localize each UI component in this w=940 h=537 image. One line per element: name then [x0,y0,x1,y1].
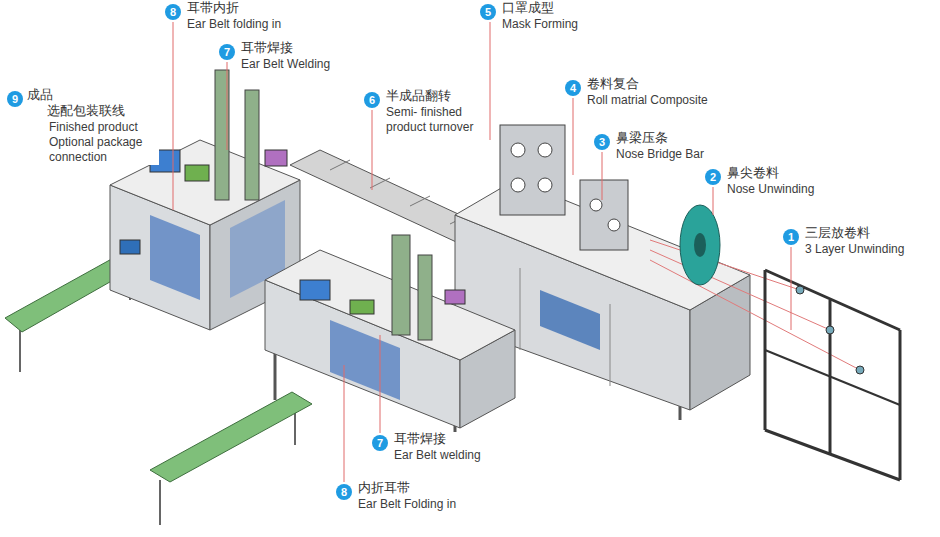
label-chinese: 半成品翻转 [384,88,453,104]
callout-number: 5 [480,4,496,20]
conveyor [150,392,312,525]
label-english: Mask Forming [500,17,580,32]
label-chinese: 耳带焊接 [239,40,295,56]
label-chinese: 成品 选配包装联线 [27,87,131,119]
callout-marker: 2鼻尖卷料Nose Unwinding [705,169,721,185]
label-chinese: 三层放卷料 [803,225,872,241]
callout-marker: 8耳带内折Ear Belt folding in [165,4,181,20]
label-english: 3 Layer Unwinding [803,242,906,257]
callout-number: 8 [336,484,352,500]
callout-number: 8 [165,4,181,20]
callout-marker: 9成品 选配包装联线Finished product Optional pack… [7,91,23,107]
leader-line [173,22,791,482]
callout-marker: 8内折耳带Ear Belt Folding in [336,484,352,500]
label-chinese: 口罩成型 [500,0,556,16]
callout-number: 3 [594,134,610,150]
callout-number: 2 [705,169,721,185]
callout-marker: 7耳带焊接Ear Belt Welding [219,44,235,60]
label-chinese: 鼻尖卷料 [725,165,781,181]
label-chinese: 耳带内折 [185,0,241,16]
callout-number: 1 [783,229,799,245]
callout-number: 9 [7,91,23,107]
callout-marker: 6半成品翻转Semi- finished product turnover [364,92,380,108]
label-english: Finished product Optional package connec… [47,120,159,165]
callout-marker: 4卷料复合Roll matrial Composite [565,80,581,96]
label-english: Nose Unwinding [725,182,816,197]
callout-number: 7 [372,435,388,451]
callout-marker: 3鼻梁压条Nose Bridge Bar [594,134,610,150]
label-chinese: 内折耳带 [356,480,412,496]
callout-number: 7 [219,44,235,60]
label-chinese: 鼻梁压条 [614,130,670,146]
label-english: Semi- finished product turnover [384,105,488,135]
label-english: Ear Belt Welding [239,57,332,72]
label-english: Ear Belt welding [392,448,483,463]
label-english: Roll matrial Composite [585,93,710,108]
label-english: Ear Belt Folding in [356,497,458,512]
callout-number: 6 [364,92,380,108]
label-english: Nose Bridge Bar [614,147,706,162]
callout-marker: 5口罩成型Mask Forming [480,4,496,20]
label-chinese: 卷料复合 [585,76,641,92]
label-chinese: 耳带焊接 [392,431,448,447]
callout-number: 4 [565,80,581,96]
callout-marker: 1三层放卷料3 Layer Unwinding [783,229,799,245]
callout-marker: 7耳带焊接Ear Belt welding [372,435,388,451]
label-english: Ear Belt folding in [185,17,283,32]
